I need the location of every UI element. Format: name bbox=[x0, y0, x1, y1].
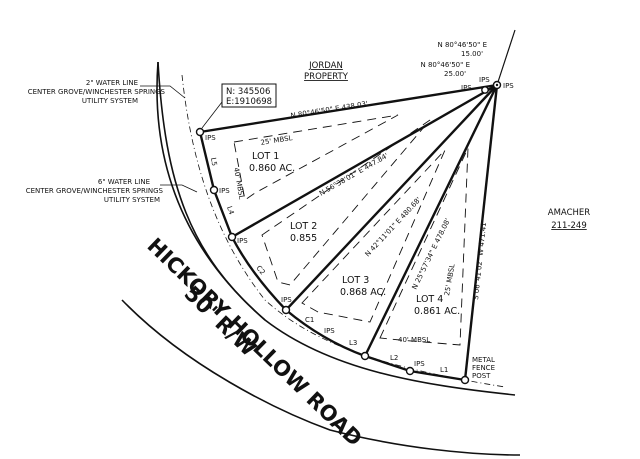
setback-label-lot4-front: 40' MBSL bbox=[398, 336, 430, 344]
utility-2-line1: 6" WATER LINE bbox=[98, 178, 150, 186]
utility-leader-1 bbox=[140, 85, 186, 99]
coord-box bbox=[221, 83, 277, 108]
lot-2-area: 0.855 bbox=[290, 233, 317, 244]
ips-label: IPS bbox=[237, 237, 248, 245]
neighbor-east-ref: 211-249 bbox=[551, 221, 587, 231]
segment-c1: C1 bbox=[305, 316, 314, 324]
segment-l2: L2 bbox=[390, 354, 398, 362]
fence-post-line3: POST bbox=[472, 372, 491, 380]
pin-center bbox=[495, 83, 499, 87]
segment-l5: L5 bbox=[209, 157, 218, 167]
pin-marker bbox=[360, 351, 370, 361]
bearing-top-1: N 80°46'50" E bbox=[438, 41, 487, 49]
bearing-lot2-lot3: N 42°11'01" E 480.68' bbox=[364, 196, 423, 259]
lot-2-name: LOT 2 bbox=[290, 221, 317, 232]
north-line bbox=[199, 83, 498, 134]
ips-label: IPS bbox=[503, 82, 514, 90]
setback-label-lot1: 25' MBSL bbox=[260, 134, 293, 147]
utility-1-line1: 2" WATER LINE bbox=[86, 79, 138, 87]
adjoiner-line-east bbox=[496, 29, 516, 86]
lot3-lot4-line bbox=[363, 84, 499, 357]
coord-leader bbox=[201, 101, 223, 129]
pin-marker bbox=[481, 86, 489, 94]
road-edge-inner bbox=[157, 61, 266, 321]
utility-1-line2: CENTER GROVE/WINCHESTER SPRINGS bbox=[28, 88, 166, 96]
ips-label: IPS bbox=[281, 296, 292, 304]
bearing-top-1-dist: 15.00' bbox=[461, 50, 483, 58]
pin-marker bbox=[405, 366, 415, 376]
lot-3-name: LOT 3 bbox=[342, 275, 369, 286]
bearing-east-line: S 06°41'02" W 471.41' bbox=[472, 220, 488, 300]
road-edge-lower bbox=[121, 299, 521, 456]
utility-2-line2: CENTER GROVE/WINCHESTER SPRINGS bbox=[26, 187, 164, 195]
ips-label: IPS bbox=[219, 187, 230, 195]
pin-marker bbox=[227, 232, 237, 242]
lot2-lot3-line bbox=[285, 84, 498, 311]
lot-3-area: 0.868 AC. bbox=[340, 287, 386, 298]
pin-marker bbox=[281, 305, 291, 315]
utility-2-line3: UTILITY SYSTEM bbox=[104, 196, 160, 204]
setback-lot3 bbox=[301, 149, 446, 323]
water-line bbox=[181, 74, 506, 388]
fence-post-line1: METAL bbox=[472, 356, 495, 364]
setback-lot1 bbox=[233, 114, 399, 201]
utility-leader-2 bbox=[160, 184, 198, 193]
ips-pins bbox=[195, 80, 502, 385]
ips-label: IPS bbox=[461, 84, 472, 92]
lot-1-name: LOT 1 bbox=[252, 151, 279, 162]
neighbor-north: JORDAN bbox=[308, 61, 343, 71]
neighbor-east: AMACHER bbox=[548, 208, 591, 218]
east-line bbox=[463, 84, 499, 381]
bearing-top-2: N 80°46'50" E bbox=[421, 61, 470, 69]
setback-lot2 bbox=[261, 119, 431, 286]
neighbor-north-2: PROPERTY bbox=[304, 72, 349, 82]
pin-marker bbox=[460, 375, 470, 385]
pin-marker bbox=[195, 127, 205, 137]
setback-lot4 bbox=[379, 147, 469, 346]
lot1-lot2-line bbox=[231, 83, 498, 239]
ips-label: IPS bbox=[324, 327, 335, 335]
segment-l1: L1 bbox=[440, 366, 448, 374]
ips-label: IPS bbox=[205, 134, 216, 142]
bearing-top-2-dist: 25.00' bbox=[444, 70, 466, 78]
easting: E:1910698 bbox=[226, 97, 272, 107]
lot-4-area: 0.861 AC. bbox=[414, 306, 460, 317]
lot-4-name: LOT 4 bbox=[416, 294, 443, 305]
segment-l3: L3 bbox=[349, 339, 357, 347]
setback-label-lot4: 25' MBSL bbox=[443, 263, 456, 296]
bearing-north-line: N 80°46'50" E 438.03' bbox=[290, 100, 368, 120]
ips-label: IPS bbox=[414, 360, 425, 368]
lot-1-area: 0.860 AC. bbox=[249, 163, 295, 174]
fence-post-line2: FENCE bbox=[472, 364, 495, 372]
segment-l4: L4 bbox=[225, 205, 235, 216]
pin-marker bbox=[209, 185, 219, 195]
northing: N: 345506 bbox=[226, 87, 270, 97]
bearing-lot1-lot2: N 56°38'01" E 447.84' bbox=[318, 152, 390, 198]
setback-label-lot1-side: 40' MBSL bbox=[232, 167, 245, 200]
ips-label: IPS bbox=[479, 76, 490, 84]
utility-1-line3: UTILITY SYSTEM bbox=[82, 97, 138, 105]
